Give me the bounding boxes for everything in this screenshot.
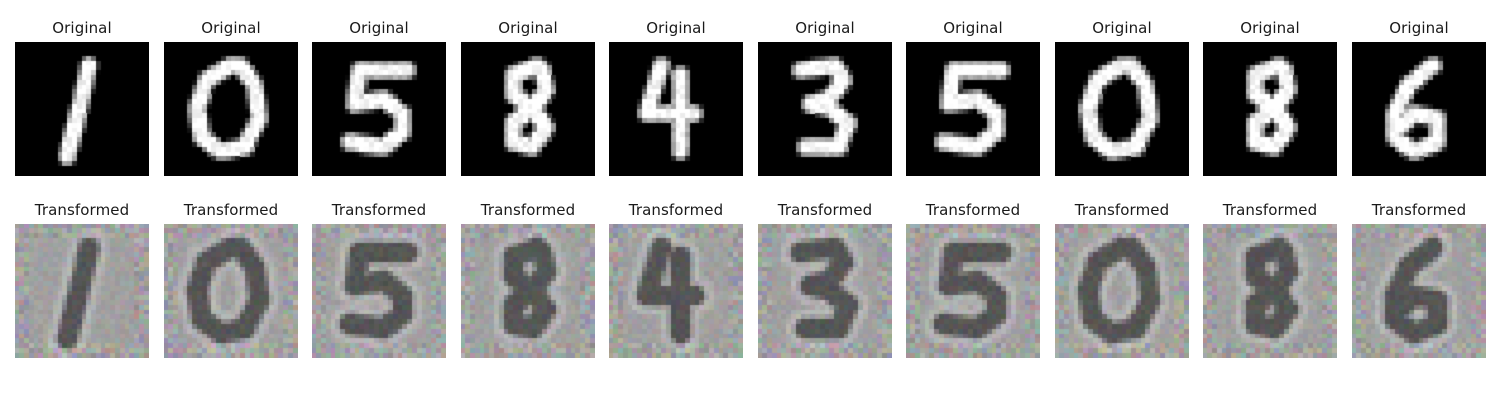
transformed-digit-image xyxy=(609,224,743,358)
transformed-title: Transformed xyxy=(628,201,724,219)
transformed-title: Transformed xyxy=(480,201,576,219)
original-digit-image xyxy=(906,42,1040,176)
original-title: Original xyxy=(646,19,706,37)
original-digit-image xyxy=(758,42,892,176)
original-title: Original xyxy=(795,19,855,37)
original-title: Original xyxy=(201,19,261,37)
transformed-title: Transformed xyxy=(1074,201,1170,219)
original-title: Original xyxy=(52,19,112,37)
transformed-digit-image xyxy=(312,224,446,358)
original-digit-image xyxy=(609,42,743,176)
transformed-title: Transformed xyxy=(1371,201,1467,219)
original-title: Original xyxy=(349,19,409,37)
original-digit-image xyxy=(1203,42,1337,176)
transformed-title: Transformed xyxy=(34,201,130,219)
original-title: Original xyxy=(1092,19,1152,37)
original-digit-image xyxy=(15,42,149,176)
transformed-digit-image xyxy=(1352,224,1486,358)
transformed-digit-image xyxy=(906,224,1040,358)
original-title: Original xyxy=(498,19,558,37)
original-digit-image xyxy=(312,42,446,176)
original-digit-image xyxy=(1352,42,1486,176)
transformed-digit-image xyxy=(461,224,595,358)
original-digit-image xyxy=(461,42,595,176)
original-digit-image xyxy=(164,42,298,176)
transformed-digit-image xyxy=(758,224,892,358)
original-title: Original xyxy=(943,19,1003,37)
transformed-title: Transformed xyxy=(1222,201,1318,219)
transformed-digit-image xyxy=(1055,224,1189,358)
transformed-title: Transformed xyxy=(777,201,873,219)
original-title: Original xyxy=(1240,19,1300,37)
original-digit-image xyxy=(1055,42,1189,176)
transformed-digit-image xyxy=(1203,224,1337,358)
transformed-title: Transformed xyxy=(331,201,427,219)
transformed-digit-image xyxy=(15,224,149,358)
transformed-title: Transformed xyxy=(925,201,1021,219)
transformed-digit-image xyxy=(164,224,298,358)
transformed-title: Transformed xyxy=(183,201,279,219)
original-title: Original xyxy=(1389,19,1449,37)
